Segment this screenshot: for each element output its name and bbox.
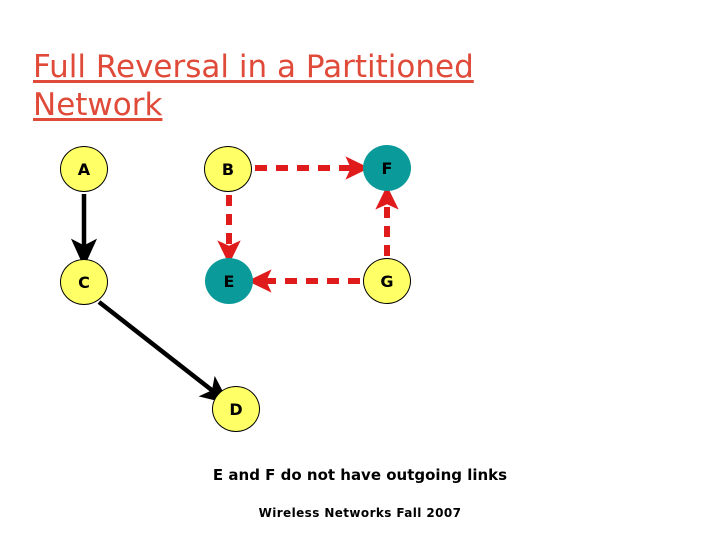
- graph-node-d-label: D: [229, 399, 243, 419]
- graph-caption: E and F do not have outgoing links: [212, 466, 508, 484]
- graph-node-g[interactable]: G: [363, 258, 411, 304]
- graph-node-g-label: G: [380, 271, 394, 291]
- graph-node-c[interactable]: C: [60, 259, 108, 305]
- graph-node-d[interactable]: D: [212, 386, 260, 432]
- slide-footer: Wireless Networks Fall 2007: [258, 506, 462, 520]
- graph-node-a[interactable]: A: [60, 146, 108, 192]
- graph-node-c-label: C: [78, 272, 90, 292]
- graph-node-a-label: A: [77, 159, 91, 179]
- page-title: Full Reversal in a Partitioned Network: [33, 48, 474, 123]
- graph-node-f-label: F: [381, 158, 393, 178]
- graph-edges-layer: [70, 156, 399, 404]
- graph-node-b-label: B: [221, 159, 235, 179]
- graph-node-e[interactable]: E: [205, 258, 253, 304]
- network-graph: A B F C E G D: [0, 120, 720, 450]
- graph-node-b[interactable]: B: [204, 146, 252, 192]
- graph-node-f[interactable]: F: [363, 145, 411, 191]
- edge-c-to-d: [97, 300, 230, 404]
- graph-node-e-label: E: [223, 271, 235, 291]
